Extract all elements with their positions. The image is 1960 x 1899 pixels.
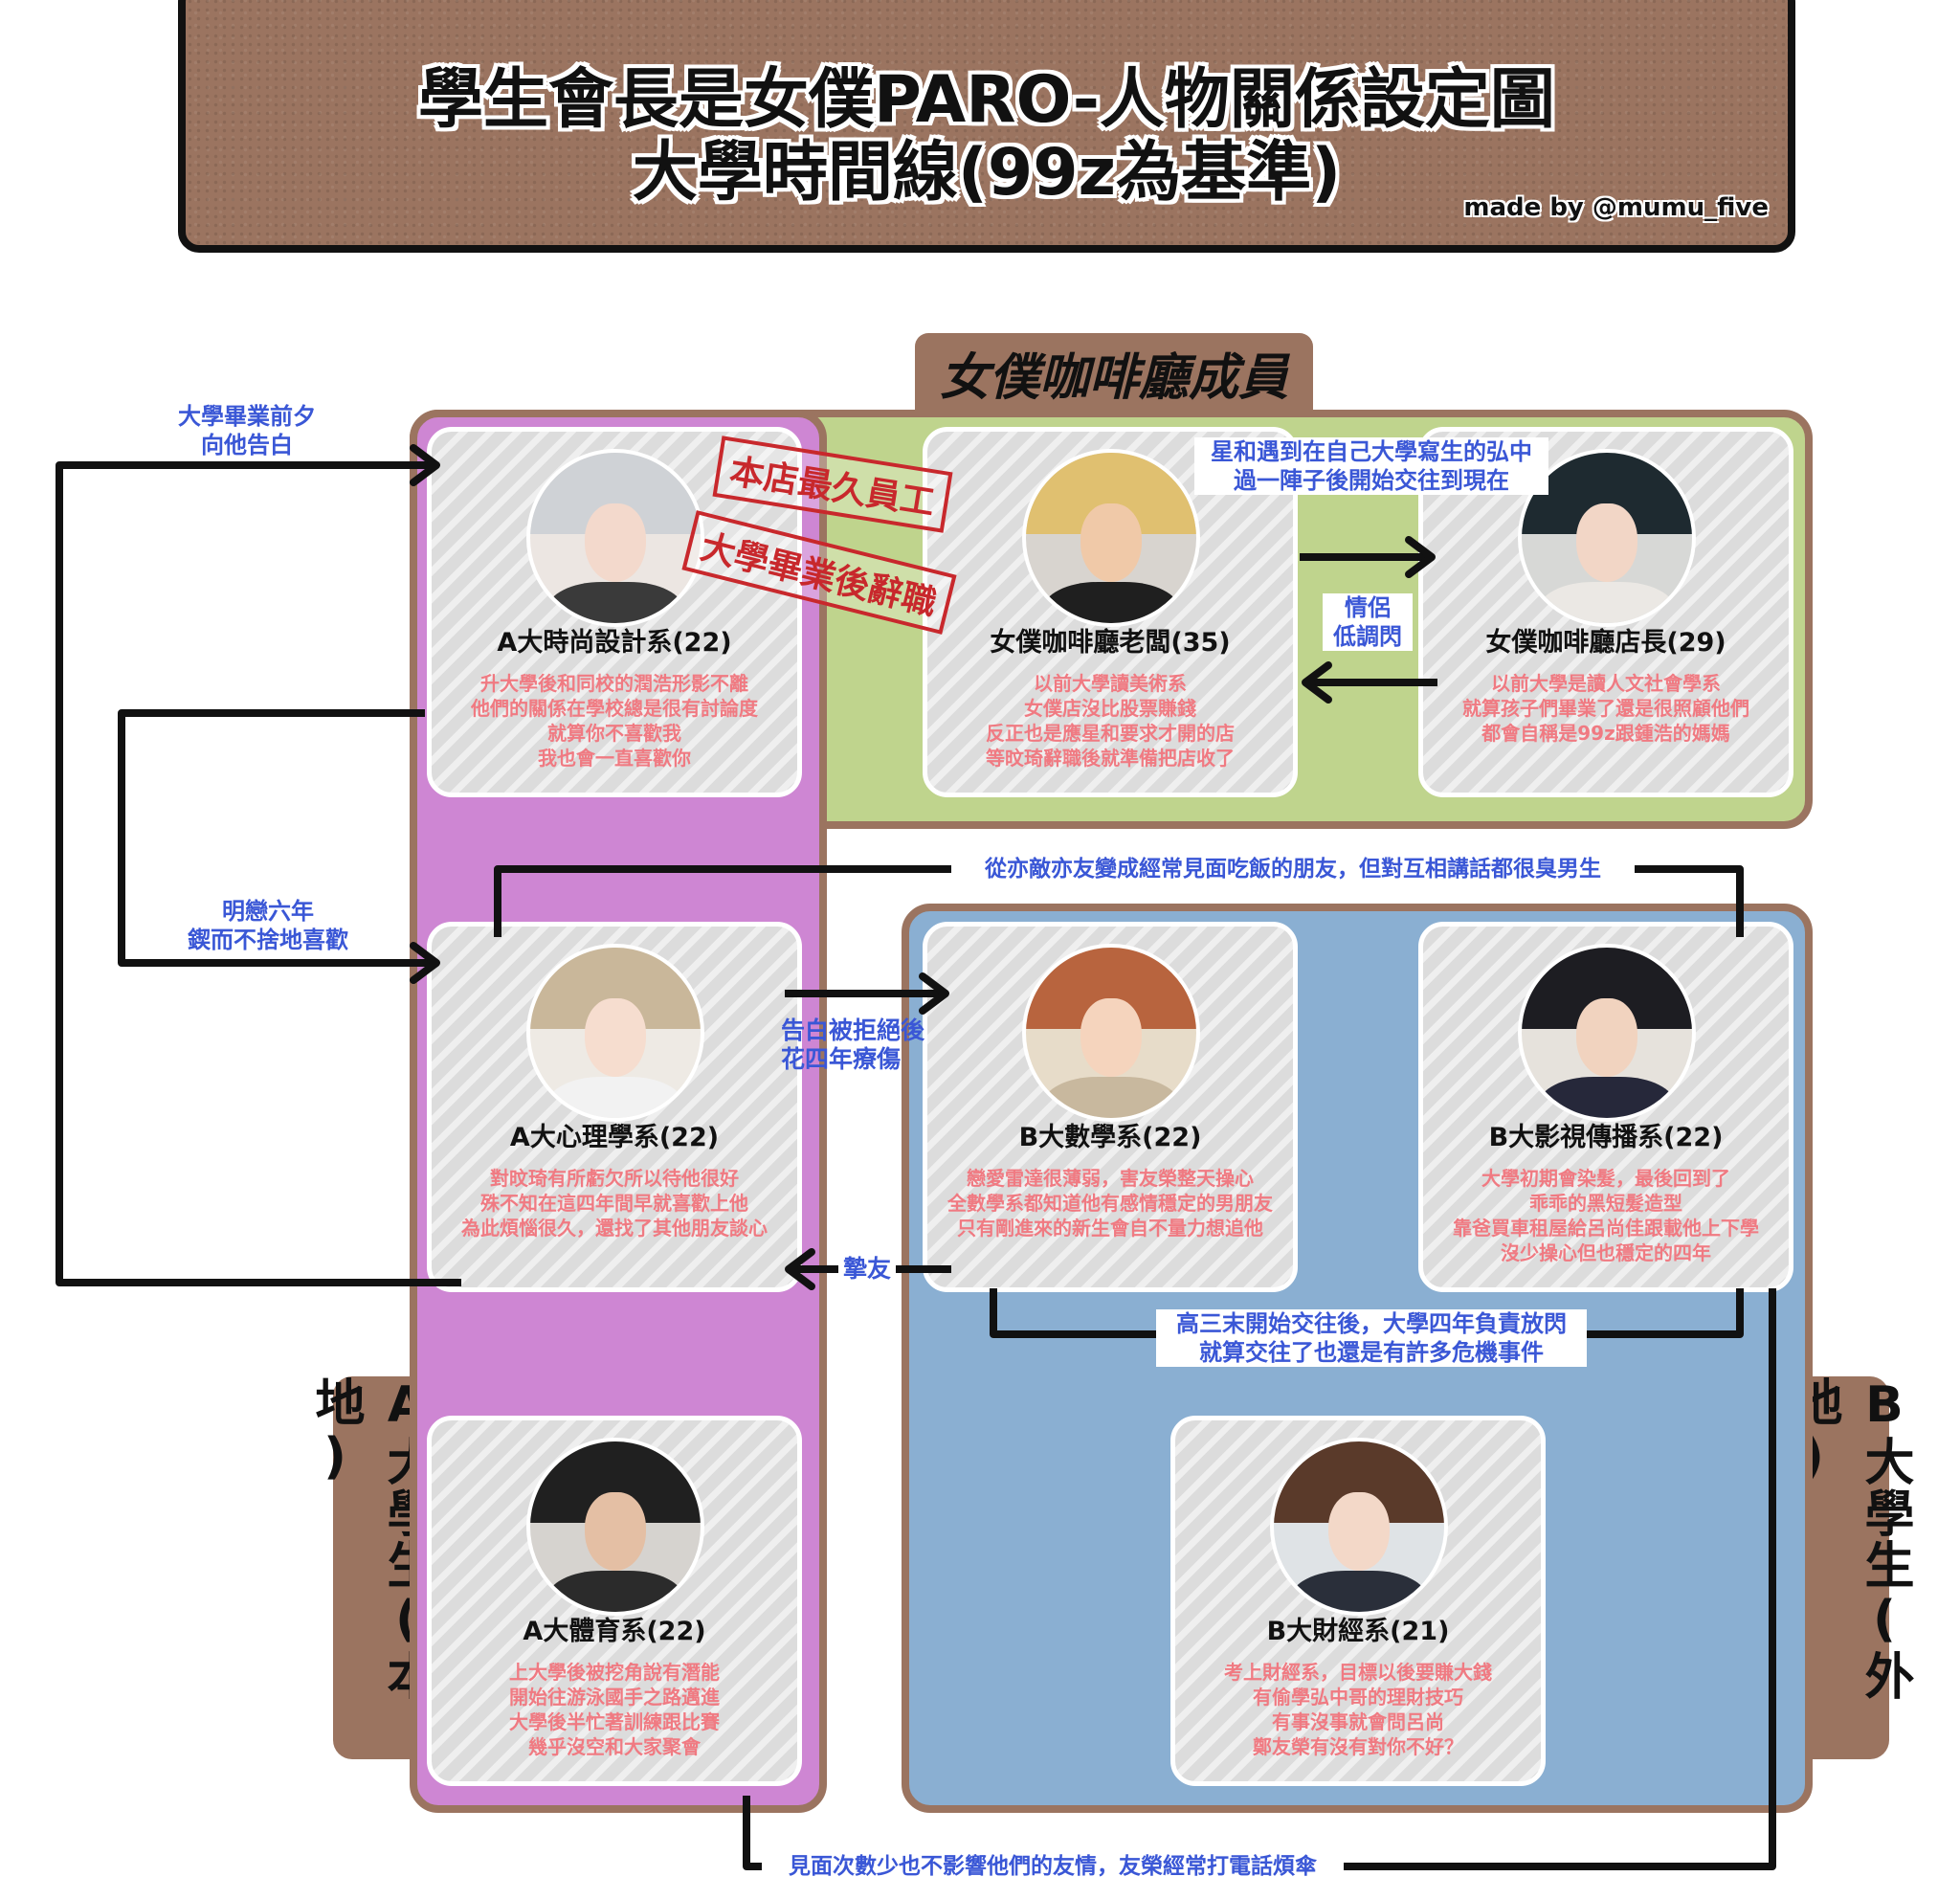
relation-label: 高三末開始交往後，大學四年負責放閃 就算交往了也還是有許多危機事件 [1156, 1309, 1587, 1367]
arrow-head [410, 942, 440, 984]
character-description: 以前大學是讀人文社會學系 就算孩子們畢業了還是很照顧他們 都會自稱是99z跟鍾浩… [1462, 672, 1749, 745]
portrait-photo [1518, 944, 1696, 1122]
page-subtitle: 大學時間線(99z為基準) [632, 135, 1342, 211]
relation-label: 摯友 [838, 1255, 896, 1284]
character-description: 以前大學讀美術系 女僕店沒比股票賺錢 反正也是應星和要求才開的店 等旼琦辭職後就… [986, 672, 1235, 770]
arrow-head [1302, 661, 1332, 704]
relation-label: 明戀六年 鍥而不捨地喜歡 [188, 898, 348, 953]
character-card: A大心理學系(22) 對旼琦有所虧欠所以待他很好 殊不知在這四年間早就喜歡上他 … [427, 922, 802, 1292]
relation-label: 大學畢業前夕 向他告白 [178, 403, 316, 458]
portrait-photo [1022, 944, 1200, 1122]
portrait-photo [526, 449, 704, 627]
arrow-head [785, 1248, 815, 1290]
relation-label: 星和遇到在自己大學寫生的弘中 過一陣子後開始交往到現在 [1194, 437, 1548, 495]
page-title: 學生會長是女僕PARO-人物關係設定圖 [418, 62, 1555, 138]
portrait-photo [1022, 449, 1200, 627]
character-description: 戀愛雷達很薄弱，害友榮整天操心 全數學系都知道他有感情穩定的男朋友 只有剛進來的… [947, 1167, 1273, 1240]
author-credit: made by @mumu_five [1463, 193, 1769, 222]
character-description: 大學初期會染髮，最後回到了 乖乖的黑短髮造型 靠爸買車租屋給呂尚佳跟載他上下學 … [1453, 1167, 1759, 1264]
character-card: B大數學系(22) 戀愛雷達很薄弱，害友榮整天操心 全數學系都知道他有感情穩定的… [923, 922, 1298, 1292]
character-card: A大時尚設計系(22) 升大學後和同校的潤浩形影不離 他們的關係在學校總是很有討… [427, 427, 802, 797]
relation-label: 從亦敵亦友變成經常見面吃飯的朋友，但對互相講話都很臭男生 [951, 855, 1635, 883]
character-name: B大影視傳播系(22) [1488, 1123, 1724, 1152]
character-card: 女僕咖啡廳老闆(35) 以前大學讀美術系 女僕店沒比股票賺錢 反正也是應星和要求… [923, 427, 1298, 797]
portrait-photo [526, 944, 704, 1122]
portrait-photo [1270, 1438, 1448, 1616]
character-name: B大財經系(21) [1266, 1617, 1450, 1646]
relation-label: 告白被拒絕後 花四年療傷 [781, 1017, 925, 1073]
friendship-connector [743, 1288, 1776, 1870]
arrow-head [919, 972, 949, 1015]
character-name: 女僕咖啡廳店長(29) [1485, 628, 1726, 658]
cafe-section-tab: 女僕咖啡廳成員 [915, 333, 1313, 412]
character-description: 升大學後和同校的潤浩形影不離 他們的關係在學校總是很有討論度 就算你不喜歡我 我… [471, 672, 758, 770]
arrow-head [410, 444, 440, 486]
character-name: 女僕咖啡廳老闆(35) [990, 628, 1231, 658]
character-description: 對旼琦有所虧欠所以待他很好 殊不知在這四年間早就喜歡上他 為此煩惱很久，還找了其… [461, 1167, 768, 1240]
character-name: B大數學系(22) [1018, 1123, 1202, 1152]
character-card: A大體育系(22) 上大學後被挖角說有潛能 開始往游泳國手之路邁進 大學後半忙著… [427, 1416, 802, 1786]
character-card: 女僕咖啡廳店長(29) 以前大學是讀人文社會學系 就算孩子們畢業了還是很照顧他們… [1418, 427, 1793, 797]
six-year-crush-connector [118, 709, 433, 967]
portrait-photo [1518, 449, 1696, 627]
graduation-confession-connector [56, 461, 461, 1286]
character-name: A大體育系(22) [523, 1617, 706, 1646]
relation-label: 情侶 低調閃 [1323, 593, 1413, 651]
title-banner: 學生會長是女僕PARO-人物關係設定圖 大學時間線(99z為基準) made b… [178, 0, 1795, 253]
character-description: 上大學後被挖角說有潛能 開始往游泳國手之路邁進 大學後半忙著訓練跟比賽 幾乎沒空… [509, 1661, 720, 1758]
portrait-photo [526, 1438, 704, 1616]
arrow-head [1405, 536, 1436, 578]
character-card: B大影視傳播系(22) 大學初期會染髮，最後回到了 乖乖的黑短髮造型 靠爸買車租… [1418, 922, 1793, 1292]
character-name: A大心理學系(22) [509, 1123, 720, 1152]
character-name: A大時尚設計系(22) [497, 628, 732, 658]
character-card: B大財經系(21) 考上財經系，目標以後要賺大錢 有偷學弘中哥的理財技巧 有事沒… [1170, 1416, 1546, 1786]
relation-label: 見面次數少也不影響他們的友情，友榮經常打電話煩傘 [762, 1852, 1344, 1881]
character-description: 考上財經系，目標以後要賺大錢 有偷學弘中哥的理財技巧 有事沒事就會問呂尚 鄭友榮… [1224, 1661, 1492, 1758]
